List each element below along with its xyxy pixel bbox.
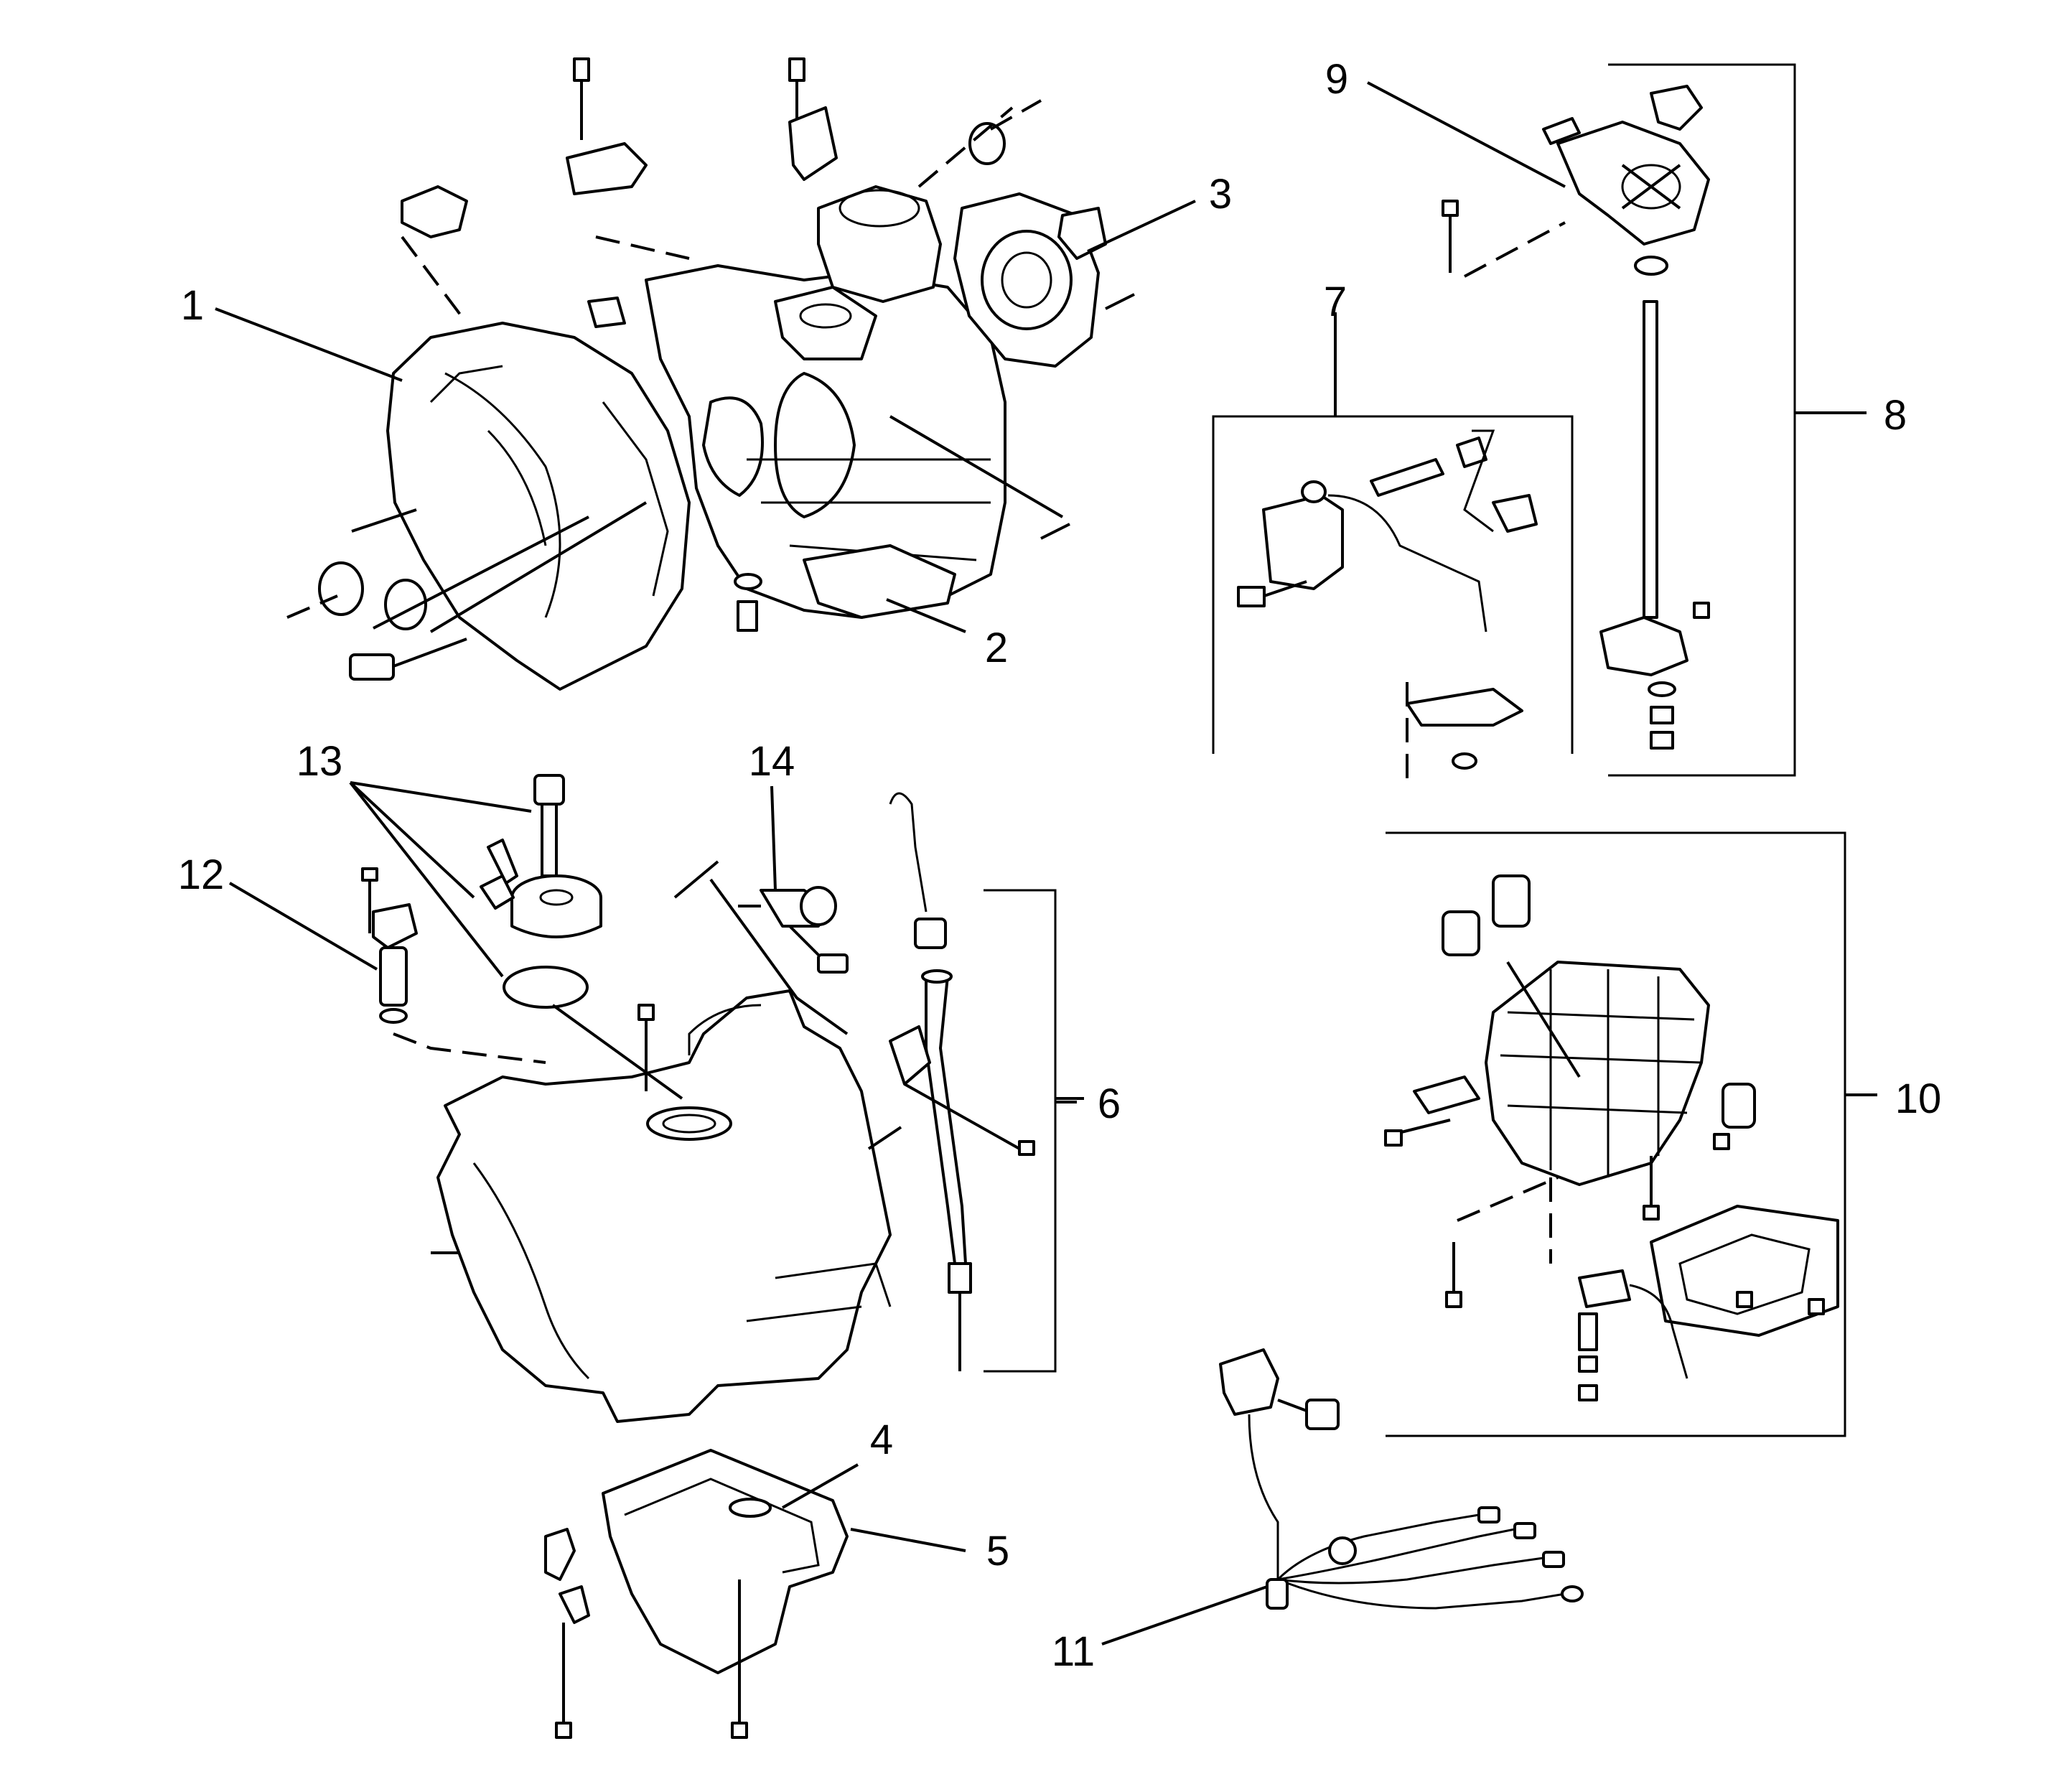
assembled-transaxle bbox=[431, 989, 892, 1423]
wiring-harness bbox=[1219, 1348, 1584, 1610]
transaxle-case-assembly bbox=[286, 57, 1135, 691]
manual-shaft-assembly bbox=[1442, 63, 1859, 777]
callout-6: 6 bbox=[1098, 1081, 1121, 1127]
callout-1: 1 bbox=[181, 282, 204, 329]
callout-2: 2 bbox=[985, 625, 1008, 671]
parking-lock-assembly bbox=[1212, 373, 1574, 790]
callout-13: 13 bbox=[296, 738, 343, 785]
callout-11: 11 bbox=[1052, 1628, 1095, 1675]
callout-9: 9 bbox=[1325, 56, 1348, 103]
callout-14: 14 bbox=[749, 738, 795, 785]
oil-pan bbox=[544, 1449, 849, 1739]
callout-leaders bbox=[215, 81, 1867, 1646]
callout-12: 12 bbox=[178, 851, 225, 898]
oil-cooler bbox=[480, 774, 683, 1100]
dipstick-tube-assembly bbox=[889, 792, 1084, 1373]
callout-5: 5 bbox=[986, 1528, 1009, 1574]
valve-body-assembly bbox=[1384, 831, 1877, 1437]
speed-sensor bbox=[361, 867, 546, 1064]
callout-4: 4 bbox=[870, 1417, 893, 1463]
callout-labels: 1 2 3 4 5 6 7 8 9 10 11 12 13 14 bbox=[178, 56, 1942, 1675]
callout-3: 3 bbox=[1209, 171, 1232, 218]
pressure-switch bbox=[673, 860, 902, 1150]
callout-10: 10 bbox=[1895, 1075, 1942, 1122]
callout-8: 8 bbox=[1884, 392, 1907, 439]
callout-7: 7 bbox=[1324, 279, 1347, 325]
